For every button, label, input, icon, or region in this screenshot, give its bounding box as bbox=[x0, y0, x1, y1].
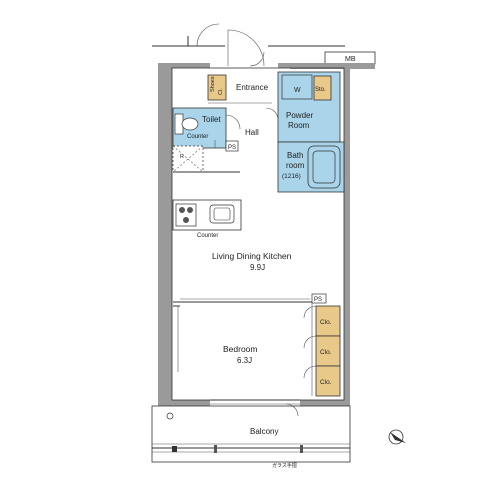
exterior-top bbox=[152, 23, 345, 47]
bathroom-size-label: (1216) bbox=[282, 173, 301, 180]
sink bbox=[209, 204, 235, 224]
closet-3 bbox=[315, 365, 341, 397]
powder-room-label-1: Powder bbox=[286, 111, 313, 120]
entrance-door-swing bbox=[227, 29, 265, 67]
storage-label: Sto. bbox=[315, 87, 326, 93]
closet-2 bbox=[315, 335, 341, 367]
ps-lower bbox=[311, 293, 327, 304]
shoes-closet bbox=[207, 74, 227, 101]
washer-label: W bbox=[294, 87, 301, 94]
outer-walls bbox=[158, 63, 350, 406]
powder-room-label-2: Room bbox=[288, 121, 310, 130]
balcony bbox=[151, 405, 351, 463]
balcony-label: Balcony bbox=[250, 427, 278, 436]
drain-marker bbox=[166, 412, 174, 420]
ldk-size-label: 9.9J bbox=[250, 263, 265, 272]
ps-upper bbox=[225, 140, 239, 152]
mb-label: MB bbox=[345, 56, 356, 63]
closet-1-label: Clo. bbox=[320, 319, 332, 326]
bedroom-label: Bedroom bbox=[223, 344, 258, 354]
refrigerator-label: R bbox=[180, 154, 184, 160]
shoes-label: Shoes bbox=[210, 76, 216, 92]
shoes-cl-label: Cl. bbox=[218, 88, 224, 95]
balcony-note: ガラス手摺 bbox=[272, 462, 297, 469]
hall-label: Hall bbox=[245, 128, 259, 137]
storage-cabinet bbox=[313, 75, 332, 101]
ldk-label: Living Dining Kitchen bbox=[212, 251, 292, 261]
bathroom-label-1: Bath bbox=[287, 151, 303, 160]
toilet-label: Toilet bbox=[202, 115, 221, 124]
ps-lower-label: PS bbox=[314, 297, 322, 303]
bedroom-size-label: 6.3J bbox=[237, 356, 252, 365]
toilet-counter-label: Counter bbox=[187, 134, 208, 140]
entrance-label: Entrance bbox=[236, 83, 269, 92]
ps-upper-label: PS bbox=[228, 145, 236, 151]
north-arrow-icon bbox=[388, 429, 406, 445]
closet-2-label: Clo. bbox=[320, 349, 332, 356]
bathroom-label-2: room bbox=[286, 161, 305, 170]
closet-3-label: Clo. bbox=[320, 379, 332, 386]
kitchen-counter-label: Counter bbox=[197, 233, 218, 239]
